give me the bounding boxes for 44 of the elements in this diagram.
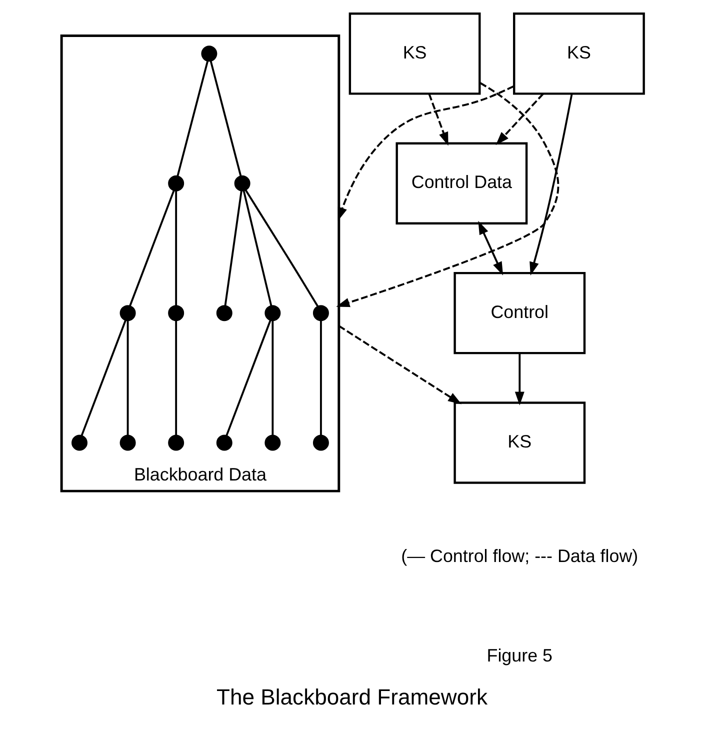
node-circle [201, 46, 218, 62]
node-circle [216, 305, 232, 322]
cluster: Blackboard Data [60, 34, 340, 492]
node-circle [168, 434, 184, 451]
node-circle [264, 434, 281, 451]
node-circle [168, 175, 184, 192]
node-circle [120, 305, 136, 322]
connector [320, 320, 322, 436]
node-circle [216, 434, 232, 451]
connector [126, 320, 129, 436]
node-box: KS [348, 12, 481, 95]
connector [128, 190, 175, 307]
connector [80, 320, 127, 436]
node-box: Control [454, 272, 586, 354]
connector [272, 320, 274, 436]
caption: The Blackboard Framework [216, 684, 488, 710]
connector [175, 190, 178, 306]
arrow [496, 93, 544, 146]
connector [225, 320, 272, 436]
node-circle [264, 305, 281, 322]
arrow [428, 93, 448, 146]
arrow [338, 85, 514, 221]
node-box: Control Data [396, 142, 528, 224]
connector [224, 190, 242, 306]
node-circle [72, 434, 88, 451]
node-circle [168, 305, 184, 322]
node-circle [312, 434, 329, 451]
node-box: KS [454, 402, 586, 484]
connector [244, 189, 319, 308]
label: Figure 5 [486, 645, 553, 666]
label: (— Control flow; --- Data flow) [401, 546, 638, 566]
arrow [336, 82, 560, 308]
connector [176, 60, 209, 176]
node-circle [312, 305, 329, 322]
arrow [514, 353, 524, 406]
arrow [478, 220, 504, 276]
arrow [338, 325, 462, 404]
node-circle [234, 175, 250, 192]
connector [242, 190, 272, 306]
node-circle [120, 434, 136, 451]
connector [210, 60, 242, 176]
node-box: KS [513, 12, 645, 95]
arrow [530, 94, 573, 276]
connector [175, 320, 178, 436]
